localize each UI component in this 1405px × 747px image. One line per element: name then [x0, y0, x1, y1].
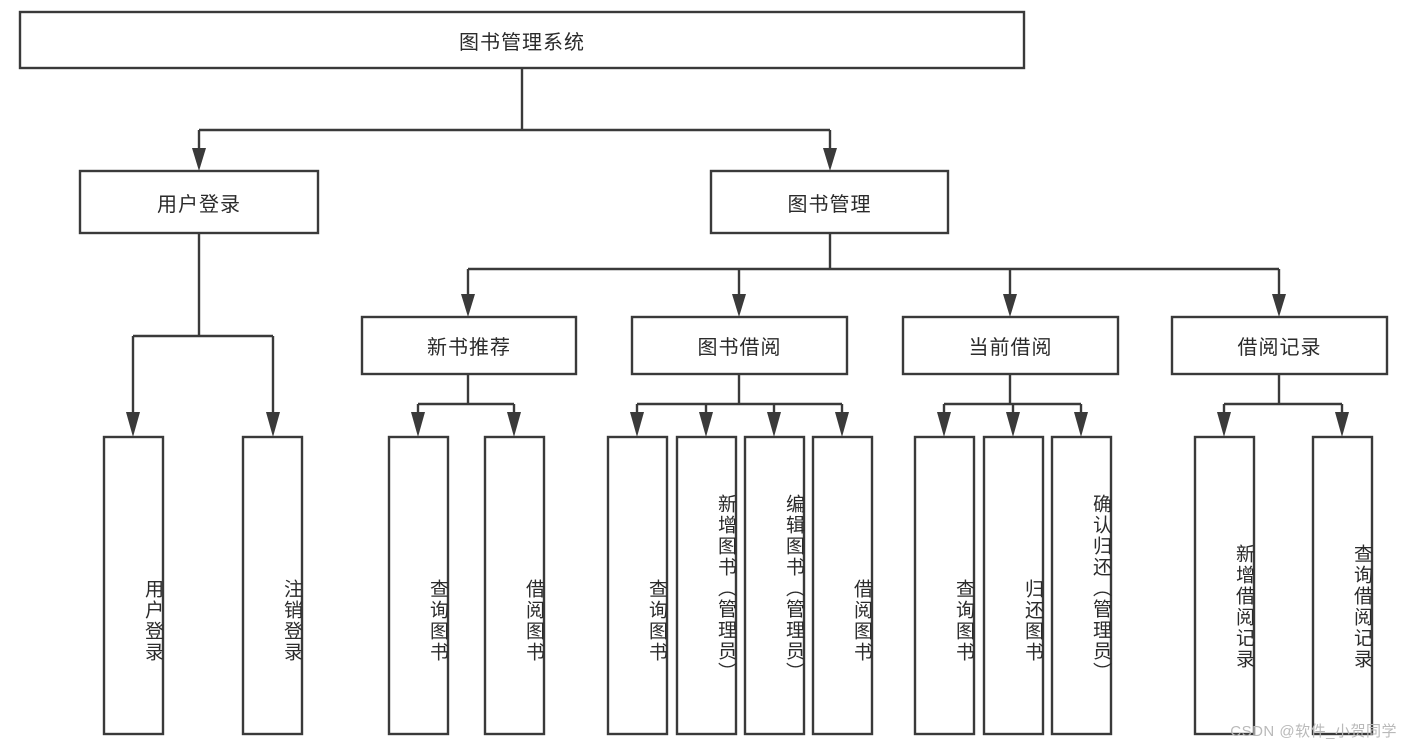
arrow-root-to-user-login — [192, 148, 206, 171]
node-box-current-borrow[interactable] — [901, 315, 1120, 376]
leaf-box-current-borrow-2[interactable] — [1050, 435, 1113, 736]
leaf-box-borrow-record-0[interactable] — [1193, 435, 1256, 736]
node-box-user-login[interactable] — [78, 169, 320, 235]
leaf-box-user-login-0[interactable] — [102, 435, 165, 736]
arrow-borrow-record-leaf-1 — [1335, 412, 1349, 437]
arrow-to-book-borrow — [732, 294, 746, 317]
arrow-to-new-book-recommend — [461, 294, 475, 317]
arrow-book-borrow-leaf-1 — [699, 412, 713, 437]
arrow-new-book-recommend-leaf-0 — [411, 412, 425, 437]
arrow-user-login-leaf-1 — [266, 412, 280, 437]
leaf-box-new-book-recommend-0[interactable] — [387, 435, 450, 736]
leaf-box-book-borrow-1[interactable] — [675, 435, 738, 736]
leaf-box-book-borrow-0[interactable] — [606, 435, 669, 736]
leaf-box-current-borrow-0[interactable] — [913, 435, 976, 736]
arrow-book-borrow-leaf-0 — [630, 412, 644, 437]
leaf-box-book-borrow-3[interactable] — [811, 435, 874, 736]
node-box-new-book-recommend[interactable] — [360, 315, 578, 376]
arrow-borrow-record-leaf-0 — [1217, 412, 1231, 437]
arrow-new-book-recommend-leaf-1 — [507, 412, 521, 437]
watermark-csdn: CSDN @软件_小贺同学 — [1230, 723, 1397, 740]
arrow-book-borrow-leaf-3 — [835, 412, 849, 437]
leaf-box-borrow-record-1[interactable] — [1311, 435, 1374, 736]
leaf-box-book-borrow-2[interactable] — [743, 435, 806, 736]
node-box-borrow-record[interactable] — [1170, 315, 1389, 376]
arrow-book-borrow-leaf-2 — [767, 412, 781, 437]
node-box-root[interactable] — [18, 10, 1026, 70]
node-box-book-management[interactable] — [709, 169, 950, 235]
arrow-user-login-leaf-0 — [126, 412, 140, 437]
arrow-current-borrow-leaf-2 — [1074, 412, 1088, 437]
node-box-book-borrow[interactable] — [630, 315, 849, 376]
arrow-to-borrow-record — [1272, 294, 1286, 317]
leaf-box-new-book-recommend-1[interactable] — [483, 435, 546, 736]
arrow-root-to-book-management — [823, 148, 837, 171]
arrow-to-current-borrow — [1003, 294, 1017, 317]
leaf-box-user-login-1[interactable] — [241, 435, 304, 736]
arrow-current-borrow-leaf-0 — [937, 412, 951, 437]
leaf-box-current-borrow-1[interactable] — [982, 435, 1045, 736]
arrow-current-borrow-leaf-1 — [1006, 412, 1020, 437]
